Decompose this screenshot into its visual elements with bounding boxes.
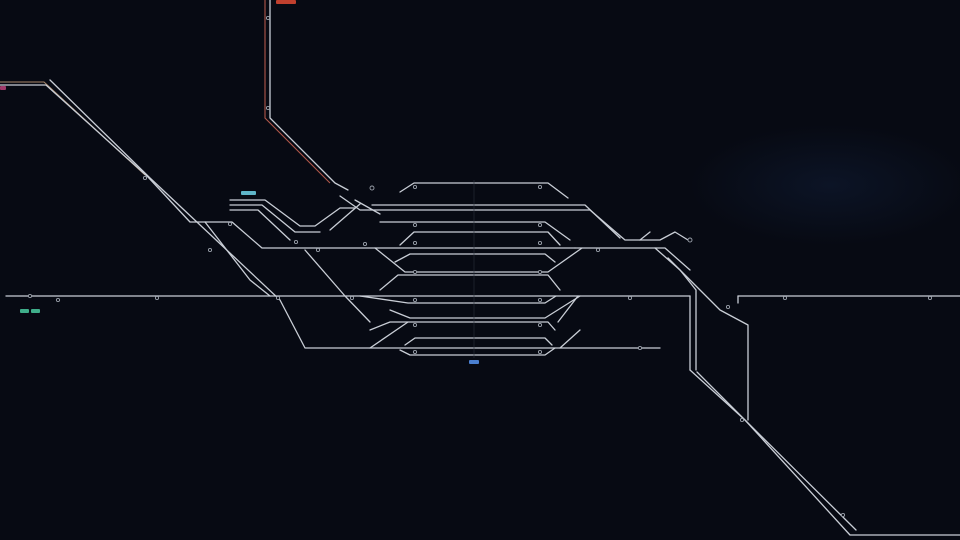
signal-icon[interactable] <box>537 222 543 228</box>
signal-icon[interactable] <box>537 349 543 355</box>
signals[interactable] <box>27 15 933 518</box>
station-throat-east[interactable] <box>574 231 960 536</box>
train-tag-platform[interactable] <box>241 191 256 195</box>
signal-icon[interactable] <box>637 345 643 351</box>
signal-icon[interactable] <box>537 184 543 190</box>
north-line[interactable] <box>264 0 349 191</box>
signal-icon[interactable] <box>840 512 846 518</box>
signal-icon[interactable] <box>265 15 271 21</box>
signal-icon[interactable] <box>265 105 271 111</box>
train-tag-west-1[interactable] <box>20 309 29 313</box>
signal-icon[interactable] <box>412 240 418 246</box>
signal-icon[interactable] <box>275 295 281 301</box>
signal-icon[interactable] <box>595 247 601 253</box>
signal-icon[interactable] <box>537 322 543 328</box>
signal-icon[interactable] <box>687 237 693 243</box>
signal-icon[interactable] <box>412 349 418 355</box>
signal-icon[interactable] <box>154 295 160 301</box>
station-throat-west[interactable] <box>204 195 689 323</box>
signal-icon[interactable] <box>412 297 418 303</box>
signal-icon[interactable] <box>412 184 418 190</box>
signal-icon[interactable] <box>227 221 233 227</box>
signal-icon[interactable] <box>537 240 543 246</box>
signal-icon[interactable] <box>412 269 418 275</box>
signal-icon[interactable] <box>739 417 745 423</box>
signal-icon[interactable] <box>207 247 213 253</box>
signal-icon[interactable] <box>412 322 418 328</box>
station-platforms[interactable] <box>359 182 621 356</box>
signal-icon[interactable] <box>293 239 299 245</box>
main-line[interactable] <box>5 295 960 371</box>
signal-icon[interactable] <box>627 295 633 301</box>
signal-icon[interactable] <box>349 295 355 301</box>
signal-icon[interactable] <box>537 269 543 275</box>
train-tag-west[interactable] <box>0 86 6 90</box>
signal-icon[interactable] <box>369 185 375 191</box>
signal-icon[interactable] <box>927 295 933 301</box>
train-tag-north[interactable] <box>276 0 296 4</box>
signal-icon[interactable] <box>27 293 33 299</box>
signal-icon[interactable] <box>142 175 148 181</box>
northwest-line[interactable] <box>0 79 661 349</box>
signal-icon[interactable] <box>412 222 418 228</box>
signal-icon[interactable] <box>362 241 368 247</box>
signal-icon[interactable] <box>537 297 543 303</box>
train-tag-west-2[interactable] <box>31 309 40 313</box>
train-tag-south[interactable] <box>469 360 479 364</box>
signal-icon[interactable] <box>315 247 321 253</box>
signal-icon[interactable] <box>782 295 788 301</box>
signal-icon[interactable] <box>725 304 731 310</box>
signal-icon[interactable] <box>55 297 61 303</box>
